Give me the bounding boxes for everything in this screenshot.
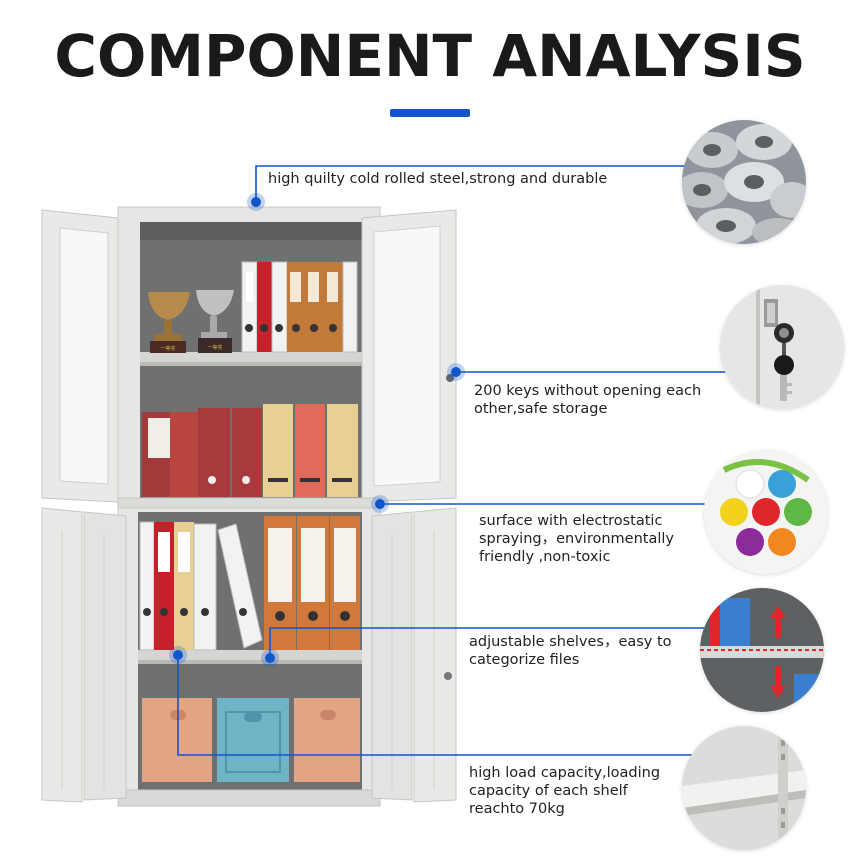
adjustable-shelf-icon xyxy=(700,588,824,712)
callout-line-shelf xyxy=(269,627,704,658)
storage-boxes xyxy=(142,698,360,782)
upper-binders xyxy=(241,261,358,353)
feature-load-text: high load capacity,loading capacity of e… xyxy=(469,765,661,817)
trophy-silver xyxy=(196,290,234,353)
steel-coils-icon xyxy=(682,120,806,244)
glass-door-upper-right xyxy=(361,209,457,503)
color-powders-icon xyxy=(704,450,828,574)
glass-door-upper-left xyxy=(41,209,119,503)
trophy-plate-2: 一等奖 xyxy=(207,344,222,351)
callout-lines xyxy=(177,165,728,756)
feature-steel-text: high quilty cold rolled steel,strong and… xyxy=(268,171,608,187)
feature-shelf-text: adjustable shelves，easy to categorize fi… xyxy=(469,634,672,668)
solid-door-lower-right xyxy=(371,507,457,803)
callout-line-steel xyxy=(255,165,690,202)
trophy-gold xyxy=(148,292,190,353)
callout-line-load xyxy=(177,655,694,756)
feature-lock-text: 200 keys without opening each other,safe… xyxy=(474,383,702,417)
callout-dots xyxy=(169,193,465,667)
feature-coating-text: surface with electrostatic spraying，envi… xyxy=(479,513,674,565)
shelf-support-icon xyxy=(682,726,806,850)
lock-and-key-icon xyxy=(720,285,844,409)
title-underline xyxy=(390,109,470,117)
page-title: COMPONENT ANALYSIS xyxy=(54,22,806,90)
cabinet-plinth xyxy=(117,789,381,807)
lower-shelf xyxy=(138,650,362,660)
trophy-plate-1: 一等奖 xyxy=(160,345,175,352)
middle-files xyxy=(142,404,358,497)
solid-door-lower-left xyxy=(41,507,127,803)
upper-shelf xyxy=(140,352,362,362)
